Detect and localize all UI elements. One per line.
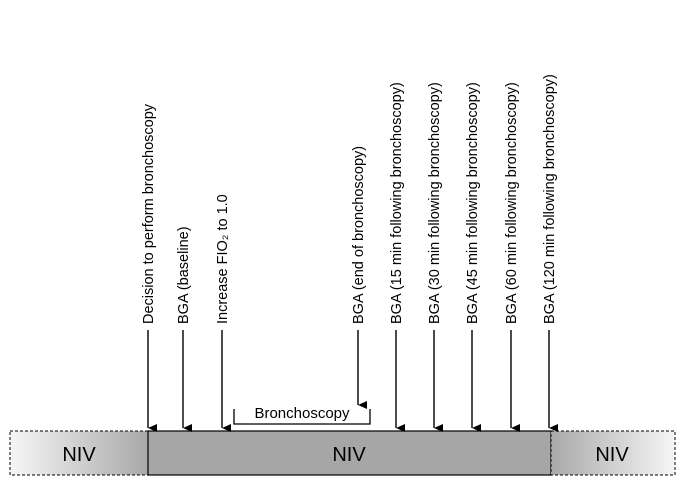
- event-label: BGA (15 min following bronchoscopy): [389, 82, 405, 324]
- event-bga-60: BGA (60 min following bronchoscopy): [504, 82, 520, 432]
- niv-label-left: NIV: [62, 444, 96, 466]
- niv-phase-right: [550, 430, 676, 476]
- event-bga-45: BGA (45 min following bronchoscopy): [465, 82, 481, 432]
- event-decision: Decision to perform bronchoscopy: [141, 103, 157, 432]
- event-label: BGA (30 min following bronchoscopy): [427, 82, 443, 324]
- bronchoscopy-label: Bronchoscopy: [254, 405, 350, 422]
- bronchoscopy-bracket: Bronchoscopy: [233, 405, 371, 425]
- event-label: BGA (end of bronchoscopy): [351, 146, 367, 324]
- event-bga-end: BGA (end of bronchoscopy): [351, 146, 367, 409]
- event-label: Decision to perform bronchoscopy: [141, 103, 157, 324]
- event-markers: Decision to perform bronchoscopy BGA (ba…: [141, 74, 558, 432]
- phase-bar: NIV NIV NIV: [9, 430, 676, 476]
- event-label: BGA (120 min following bronchoscopy): [542, 74, 558, 324]
- event-label: BGA (baseline): [176, 226, 192, 324]
- event-label: BGA (60 min following bronchoscopy): [504, 82, 520, 324]
- event-bga-120: BGA (120 min following bronchoscopy): [542, 74, 558, 432]
- niv-phase-middle: [147, 430, 552, 476]
- event-label: BGA (45 min following bronchoscopy): [465, 82, 481, 324]
- event-increase-fio2: Increase FIO₂ to 1.0: [215, 194, 231, 432]
- event-label: Increase FIO₂ to 1.0: [215, 194, 231, 324]
- event-bga-baseline: BGA (baseline): [176, 226, 192, 432]
- niv-label-middle: NIV: [332, 444, 366, 466]
- event-bga-15: BGA (15 min following bronchoscopy): [389, 82, 405, 432]
- event-bga-30: BGA (30 min following bronchoscopy): [427, 82, 443, 432]
- niv-label-right: NIV: [595, 444, 629, 466]
- niv-phase-left: [9, 430, 149, 476]
